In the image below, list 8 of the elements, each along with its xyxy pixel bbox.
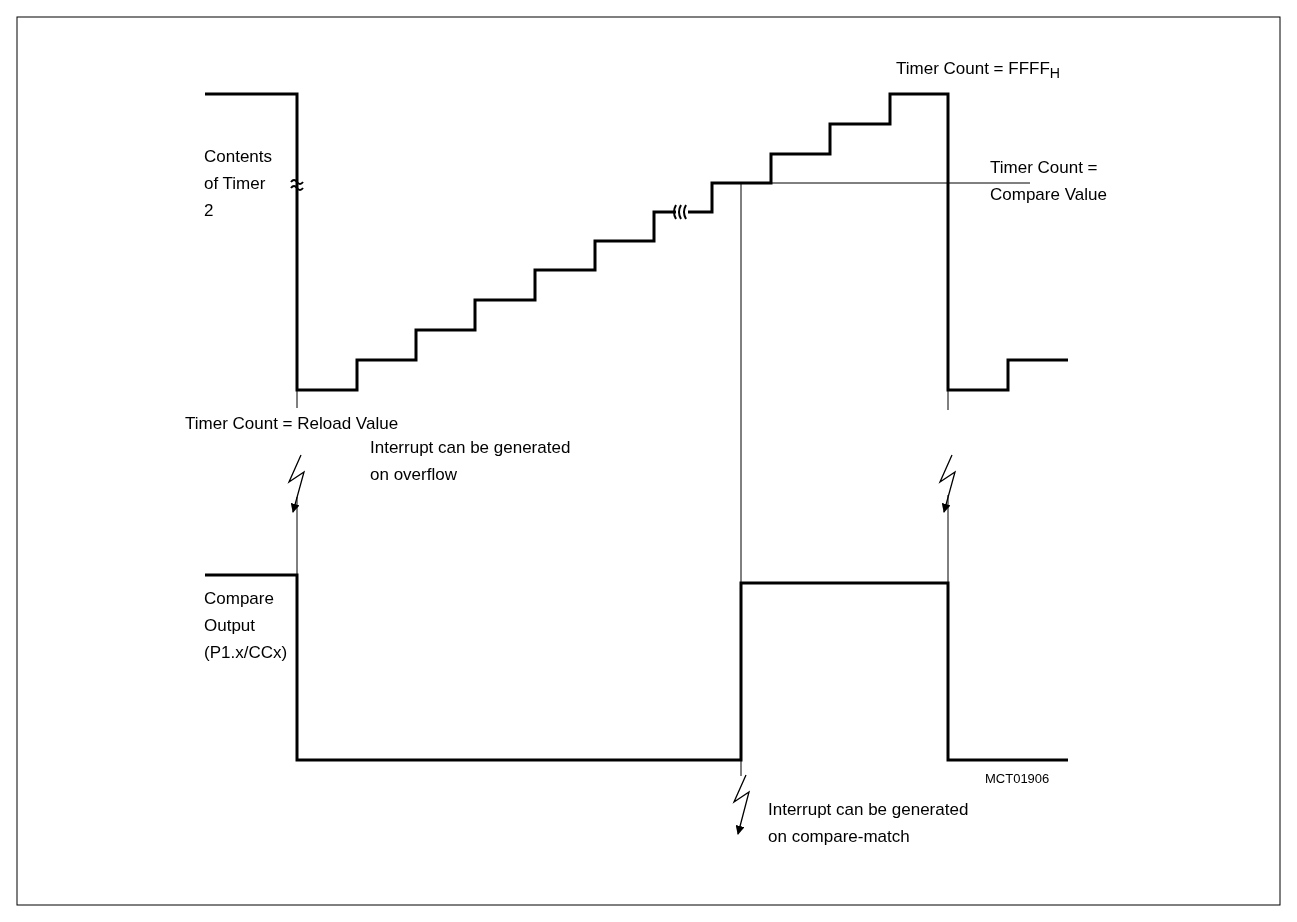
- figure-id: MCT01906: [985, 770, 1051, 788]
- value-label: Timer Count = FFFF$_{H}$: [896, 58, 1062, 84]
- value-label: Timer Count = Reload Value: [185, 413, 400, 435]
- interrupt-note: Interrupt can be generated on overflow: [370, 437, 572, 486]
- signal-name: Contents of Timer 2: [204, 146, 274, 222]
- interrupt-note: Interrupt can be generated on compare-match: [768, 799, 970, 848]
- signal-name: Compare Output (P1.x/CCx): [204, 588, 289, 664]
- value-label: Timer Count = Compare Value: [990, 157, 1108, 206]
